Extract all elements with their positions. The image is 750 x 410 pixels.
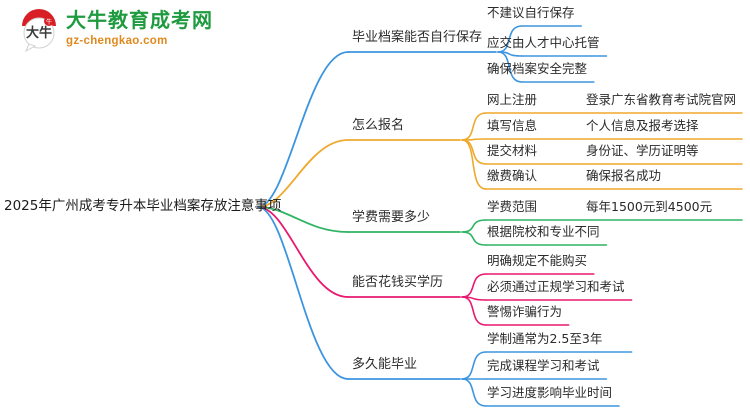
subbranch-label-4-3: 警惕诈骗行为	[487, 304, 563, 319]
subbranch-label-5-1: 学制通常为2.5至3年	[487, 331, 603, 346]
subbranch-detail-2-2: 个人信息及报考选择	[586, 118, 699, 133]
branch-label-3: 学费需要多少	[352, 210, 431, 225]
branch-label-1: 毕业档案能否自行保存	[352, 30, 483, 45]
branch-label-4: 能否花钱买学历	[352, 275, 444, 290]
subbranch-label-2-3: 提交材料	[487, 143, 538, 158]
subbranch-label-4-2: 必须通过正规学习和考试	[487, 279, 625, 294]
subbranch-label-1-3: 确保档案安全完整	[487, 61, 588, 76]
subbranch-label-2-1: 网上注册	[487, 92, 538, 107]
subbranch-label-1-2: 应交由人才中心托管	[487, 35, 600, 50]
subbranch-detail-2-3: 身份证、学历证明等	[586, 143, 699, 158]
site-logo: 大牛 牛 大牛教育成考网 gz-chengkao.com	[14, 6, 212, 56]
logo-text-block: 大牛教育成考网 gz-chengkao.com	[66, 9, 213, 49]
subbranch-detail-2-1: 登录广东省教育考试院官网	[586, 92, 737, 107]
branch-label-5: 多久能毕业	[352, 357, 418, 372]
subbranch-label-2-4: 缴费确认	[487, 168, 538, 183]
mindmap-root-label: 2025年广州成考专升本毕业档案存放注意事项	[4, 198, 282, 214]
subbranch-label-1-1: 不建议自行保存	[487, 5, 575, 20]
subbranch-label-2-2: 填写信息	[487, 118, 538, 133]
subbranch-label-3-1: 学费范围	[487, 199, 538, 214]
subbranch-label-3-2: 根据院校和专业不同	[487, 224, 600, 239]
subbranch-detail-2-4: 确保报名成功	[586, 168, 662, 183]
subbranch-label-5-2: 完成课程学习和考试	[487, 358, 600, 373]
logo-subtitle: gz-chengkao.com	[66, 35, 168, 47]
subbranch-detail-3-1: 每年1500元到4500元	[586, 199, 713, 214]
branch-label-2: 怎么报名	[352, 118, 405, 133]
svg-text:牛: 牛	[46, 18, 52, 26]
subbranch-label-4-1: 明确规定不能购买	[487, 253, 588, 268]
subbranch-label-5-3: 学习进度影响毕业时间	[487, 385, 613, 400]
svg-text:大牛: 大牛	[26, 25, 52, 41]
logo-title: 大牛教育成考网	[66, 8, 213, 32]
logo-mark-icon: 大牛 牛	[22, 9, 56, 52]
